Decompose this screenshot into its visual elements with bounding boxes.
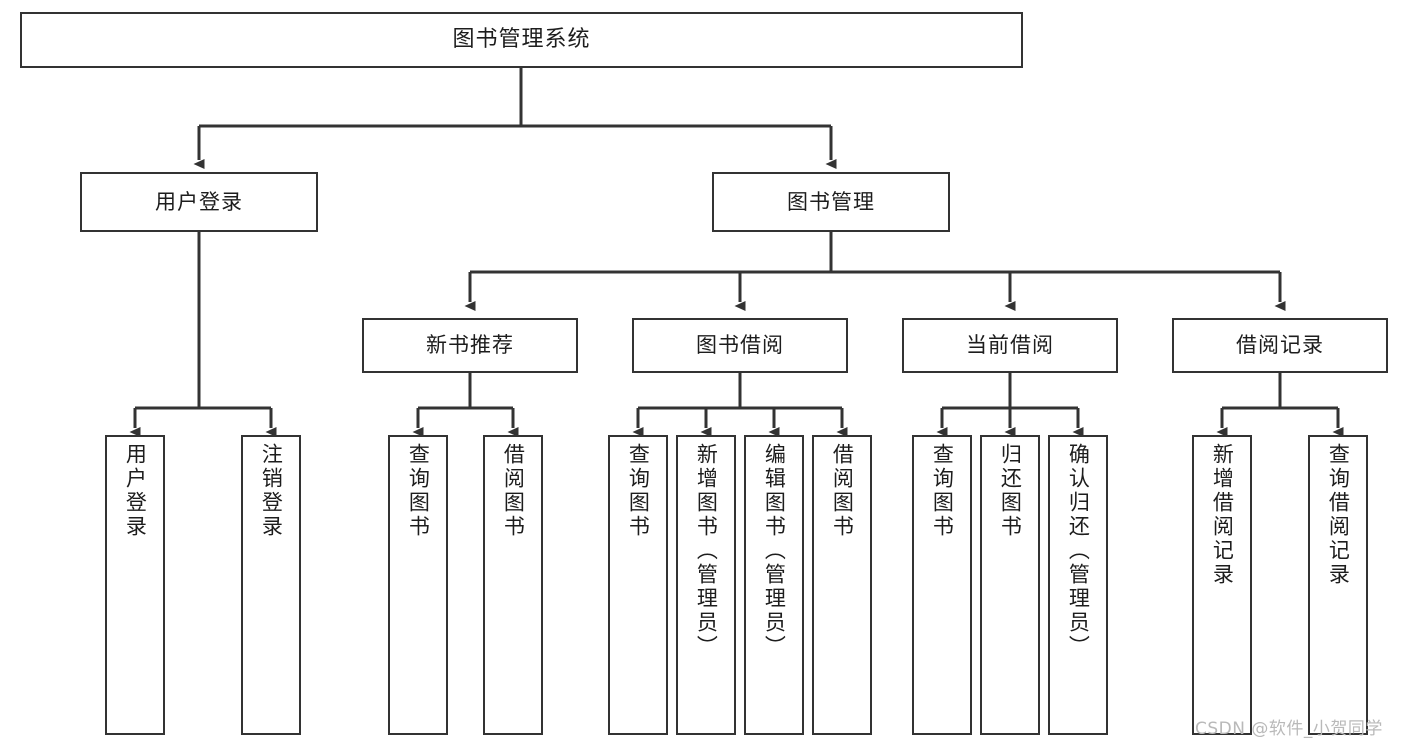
watermark: CSDN @软件_小贺同学: [1195, 719, 1383, 739]
node-user-login-label: 用户登录: [155, 189, 243, 214]
node-book-manage-label: 图书管理: [787, 189, 875, 214]
node-borrow-record-label: 借阅记录: [1236, 333, 1324, 358]
node-leaf-query-book-3[interactable]: 查询图书: [912, 435, 972, 735]
node-leaf-return-book-label: 归还图书: [998, 443, 1023, 539]
node-book-borrow-label: 图书借阅: [696, 333, 784, 358]
edge-group-book-borrow-leaves: [632, 373, 848, 437]
node-root-label: 图书管理系统: [452, 27, 591, 53]
node-current-borrow-label: 当前借阅: [966, 333, 1054, 358]
node-book-manage[interactable]: 图书管理: [712, 172, 950, 232]
node-leaf-confirm-return-label: 确认归还（管理员）: [1066, 443, 1091, 659]
node-leaf-add-record-label: 新增借阅记录: [1210, 443, 1235, 587]
node-leaf-borrow-book-2[interactable]: 借阅图书: [812, 435, 872, 735]
node-leaf-query-book-3-label: 查询图书: [930, 443, 955, 539]
node-leaf-return-book[interactable]: 归还图书: [980, 435, 1040, 735]
node-leaf-borrow-book-1-label: 借阅图书: [501, 443, 526, 539]
node-leaf-edit-book-label: 编辑图书（管理员）: [762, 443, 787, 659]
node-leaf-user-login-label: 用户登录: [123, 443, 148, 539]
node-current-borrow[interactable]: 当前借阅: [902, 318, 1118, 373]
node-leaf-borrow-book-1[interactable]: 借阅图书: [483, 435, 543, 735]
node-leaf-edit-book[interactable]: 编辑图书（管理员）: [744, 435, 804, 735]
node-leaf-query-book-2[interactable]: 查询图书: [608, 435, 668, 735]
node-leaf-borrow-book-2-label: 借阅图书: [830, 443, 855, 539]
node-leaf-query-record-label: 查询借阅记录: [1326, 443, 1351, 587]
node-leaf-user-logout-label: 注销登录: [259, 443, 284, 539]
edge-group-book-manage: [464, 232, 1286, 311]
edge-group-new-book-leaves: [412, 373, 519, 437]
node-leaf-add-book[interactable]: 新增图书（管理员）: [676, 435, 736, 735]
node-borrow-record[interactable]: 借阅记录: [1172, 318, 1388, 373]
node-leaf-query-book-1-label: 查询图书: [406, 443, 431, 539]
edge-group-root: [193, 68, 837, 169]
node-leaf-confirm-return[interactable]: 确认归还（管理员）: [1048, 435, 1108, 735]
node-book-borrow[interactable]: 图书借阅: [632, 318, 848, 373]
node-leaf-query-book-1[interactable]: 查询图书: [388, 435, 448, 735]
edge-group-borrow-record-leaves: [1216, 373, 1344, 437]
node-new-book-rec-label: 新书推荐: [426, 333, 514, 358]
node-user-login[interactable]: 用户登录: [80, 172, 318, 232]
node-leaf-query-book-2-label: 查询图书: [626, 443, 651, 539]
node-root[interactable]: 图书管理系统: [20, 12, 1023, 68]
node-leaf-query-record[interactable]: 查询借阅记录: [1308, 435, 1368, 735]
edge-group-user-login-leaves: [129, 232, 277, 437]
node-leaf-user-login[interactable]: 用户登录: [105, 435, 165, 735]
edge-group-current-borrow-leaves: [936, 373, 1084, 437]
node-leaf-user-logout[interactable]: 注销登录: [241, 435, 301, 735]
node-new-book-rec[interactable]: 新书推荐: [362, 318, 578, 373]
node-leaf-add-record[interactable]: 新增借阅记录: [1192, 435, 1252, 735]
node-leaf-add-book-label: 新增图书（管理员）: [694, 443, 719, 659]
